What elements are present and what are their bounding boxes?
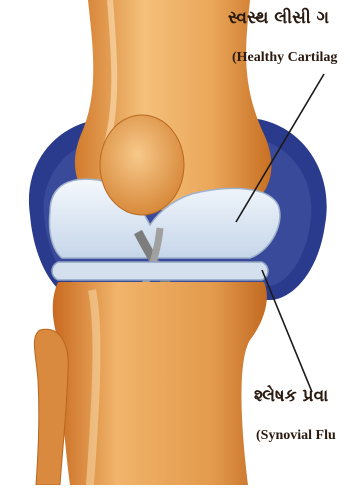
- label-synovial-fluid-gujarati: શ્લેષક પ્રવા: [254, 386, 328, 406]
- label-synovial-fluid-english: (Synovial Flu: [256, 428, 336, 444]
- label-healthy-cartilage-gujarati: સ્વસ્થ લીસી ગ: [228, 8, 329, 28]
- fibula-bone: [34, 329, 68, 485]
- tibia-bone: [53, 282, 267, 485]
- tibial-cartilage: [52, 262, 268, 280]
- label-healthy-cartilage-english: (Healthy Cartilag: [232, 50, 337, 66]
- patella: [100, 115, 184, 215]
